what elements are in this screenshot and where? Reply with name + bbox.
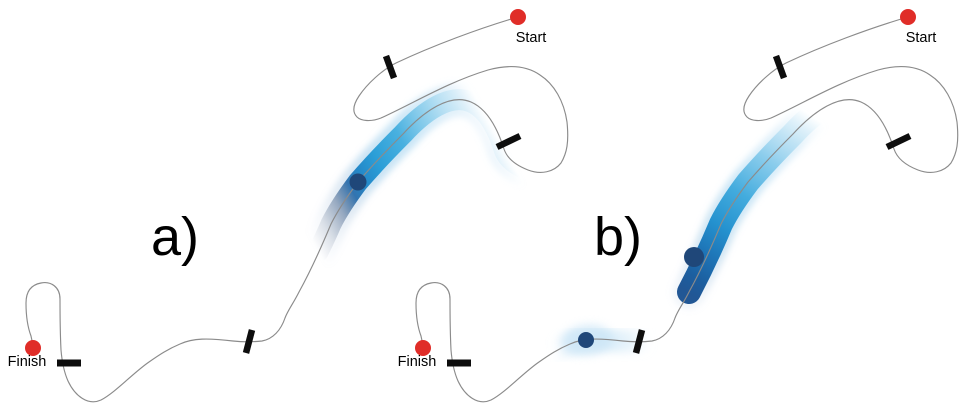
- finish-dot: [25, 340, 41, 356]
- trajectory-path: [25, 16, 569, 403]
- finish-label: Finish: [398, 354, 437, 370]
- path-tick-2: [885, 133, 912, 150]
- start-dot: [510, 9, 526, 25]
- path-tick-1: [382, 54, 398, 80]
- panel-b: Start Finish: [398, 9, 959, 403]
- position-dot: [684, 247, 704, 267]
- finish-label: Finish: [8, 354, 47, 370]
- path-tick-2: [495, 133, 522, 150]
- position-dot: [349, 173, 367, 191]
- start-label: Start: [516, 30, 547, 46]
- start-dot: [900, 9, 916, 25]
- panel-b-label: b): [594, 207, 642, 267]
- path-tick-3: [242, 329, 256, 354]
- position-dot-secondary: [578, 332, 594, 348]
- path-tick-3: [632, 329, 646, 354]
- panel-a: Start Finish: [8, 9, 569, 403]
- panel-a-label: a): [151, 207, 199, 267]
- finish-dot: [415, 340, 431, 356]
- start-label: Start: [906, 30, 937, 46]
- trajectory-path: [415, 16, 959, 403]
- path-tick-1: [772, 54, 788, 80]
